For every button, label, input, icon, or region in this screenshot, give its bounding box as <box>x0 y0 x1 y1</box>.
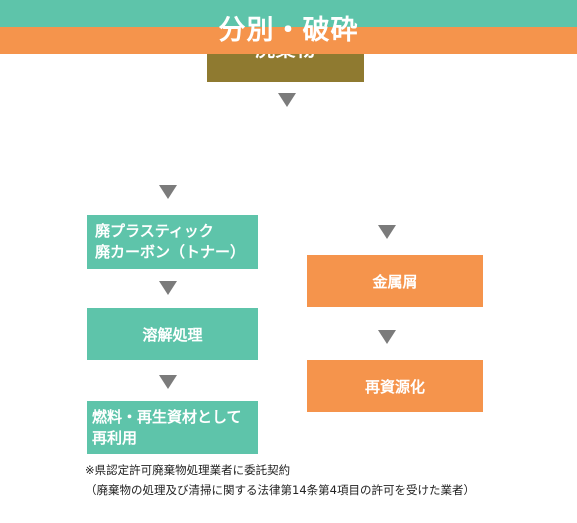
metal-scrap-node: 金属屑 <box>307 255 483 307</box>
plastic-label-line1: 廃プラスティック <box>95 222 214 240</box>
plastic-label-line2: 廃カーボン（トナー） <box>95 243 246 261</box>
fuel-reuse-node: 燃料・再生資材として 再利用 <box>87 401 258 454</box>
plastic-carbon-node: 廃プラスティック 廃カーボン（トナー） <box>87 215 258 269</box>
sorting-teal-band <box>0 0 577 27</box>
footnote-line1: ※県認定許可廃棄物処理業者に委託契約 <box>85 463 291 477</box>
dissolve-label: 溶解処理 <box>142 325 203 344</box>
sorting-label: 分別・破砕 <box>218 14 359 46</box>
down-arrow-icon <box>378 225 396 239</box>
footnote-line2: （廃棄物の処理及び清掃に関する法律第14条第4項目の許可を受けた業者） <box>85 483 475 497</box>
sorting-node: 分別・破砕 <box>0 0 577 54</box>
recycle-label: 再資源化 <box>364 377 425 396</box>
sorting-orange-band <box>0 27 577 54</box>
dissolve-node: 溶解処理 <box>87 308 258 360</box>
down-arrow-icon <box>159 185 177 199</box>
fuel-label-line1: 燃料・再生資材として <box>92 407 242 426</box>
down-arrow-icon <box>278 93 296 107</box>
metal-label: 金属屑 <box>372 272 418 291</box>
fuel-label-line2: 再利用 <box>92 428 138 447</box>
down-arrow-icon <box>378 330 396 344</box>
down-arrow-icon <box>159 281 177 295</box>
down-arrow-icon <box>159 375 177 389</box>
recycle-node: 再資源化 <box>307 360 483 412</box>
